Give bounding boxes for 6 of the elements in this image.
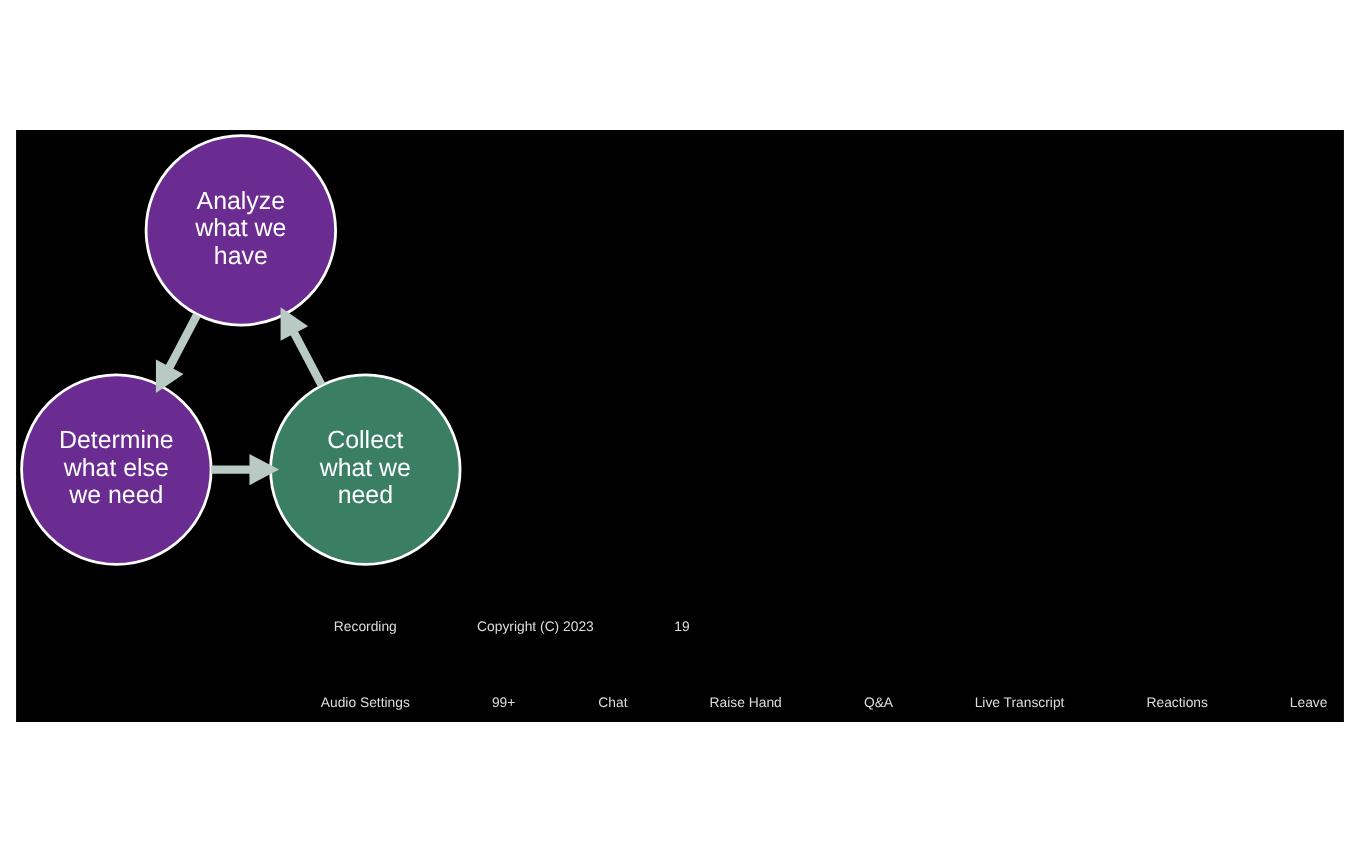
arrow	[211, 453, 280, 485]
node-circle: Collect what we need	[269, 372, 462, 565]
node-circle: Analyze what we have	[144, 133, 337, 326]
node-circle: Determine what else we need	[20, 372, 213, 565]
arrow	[155, 312, 201, 393]
arrow	[280, 306, 326, 387]
